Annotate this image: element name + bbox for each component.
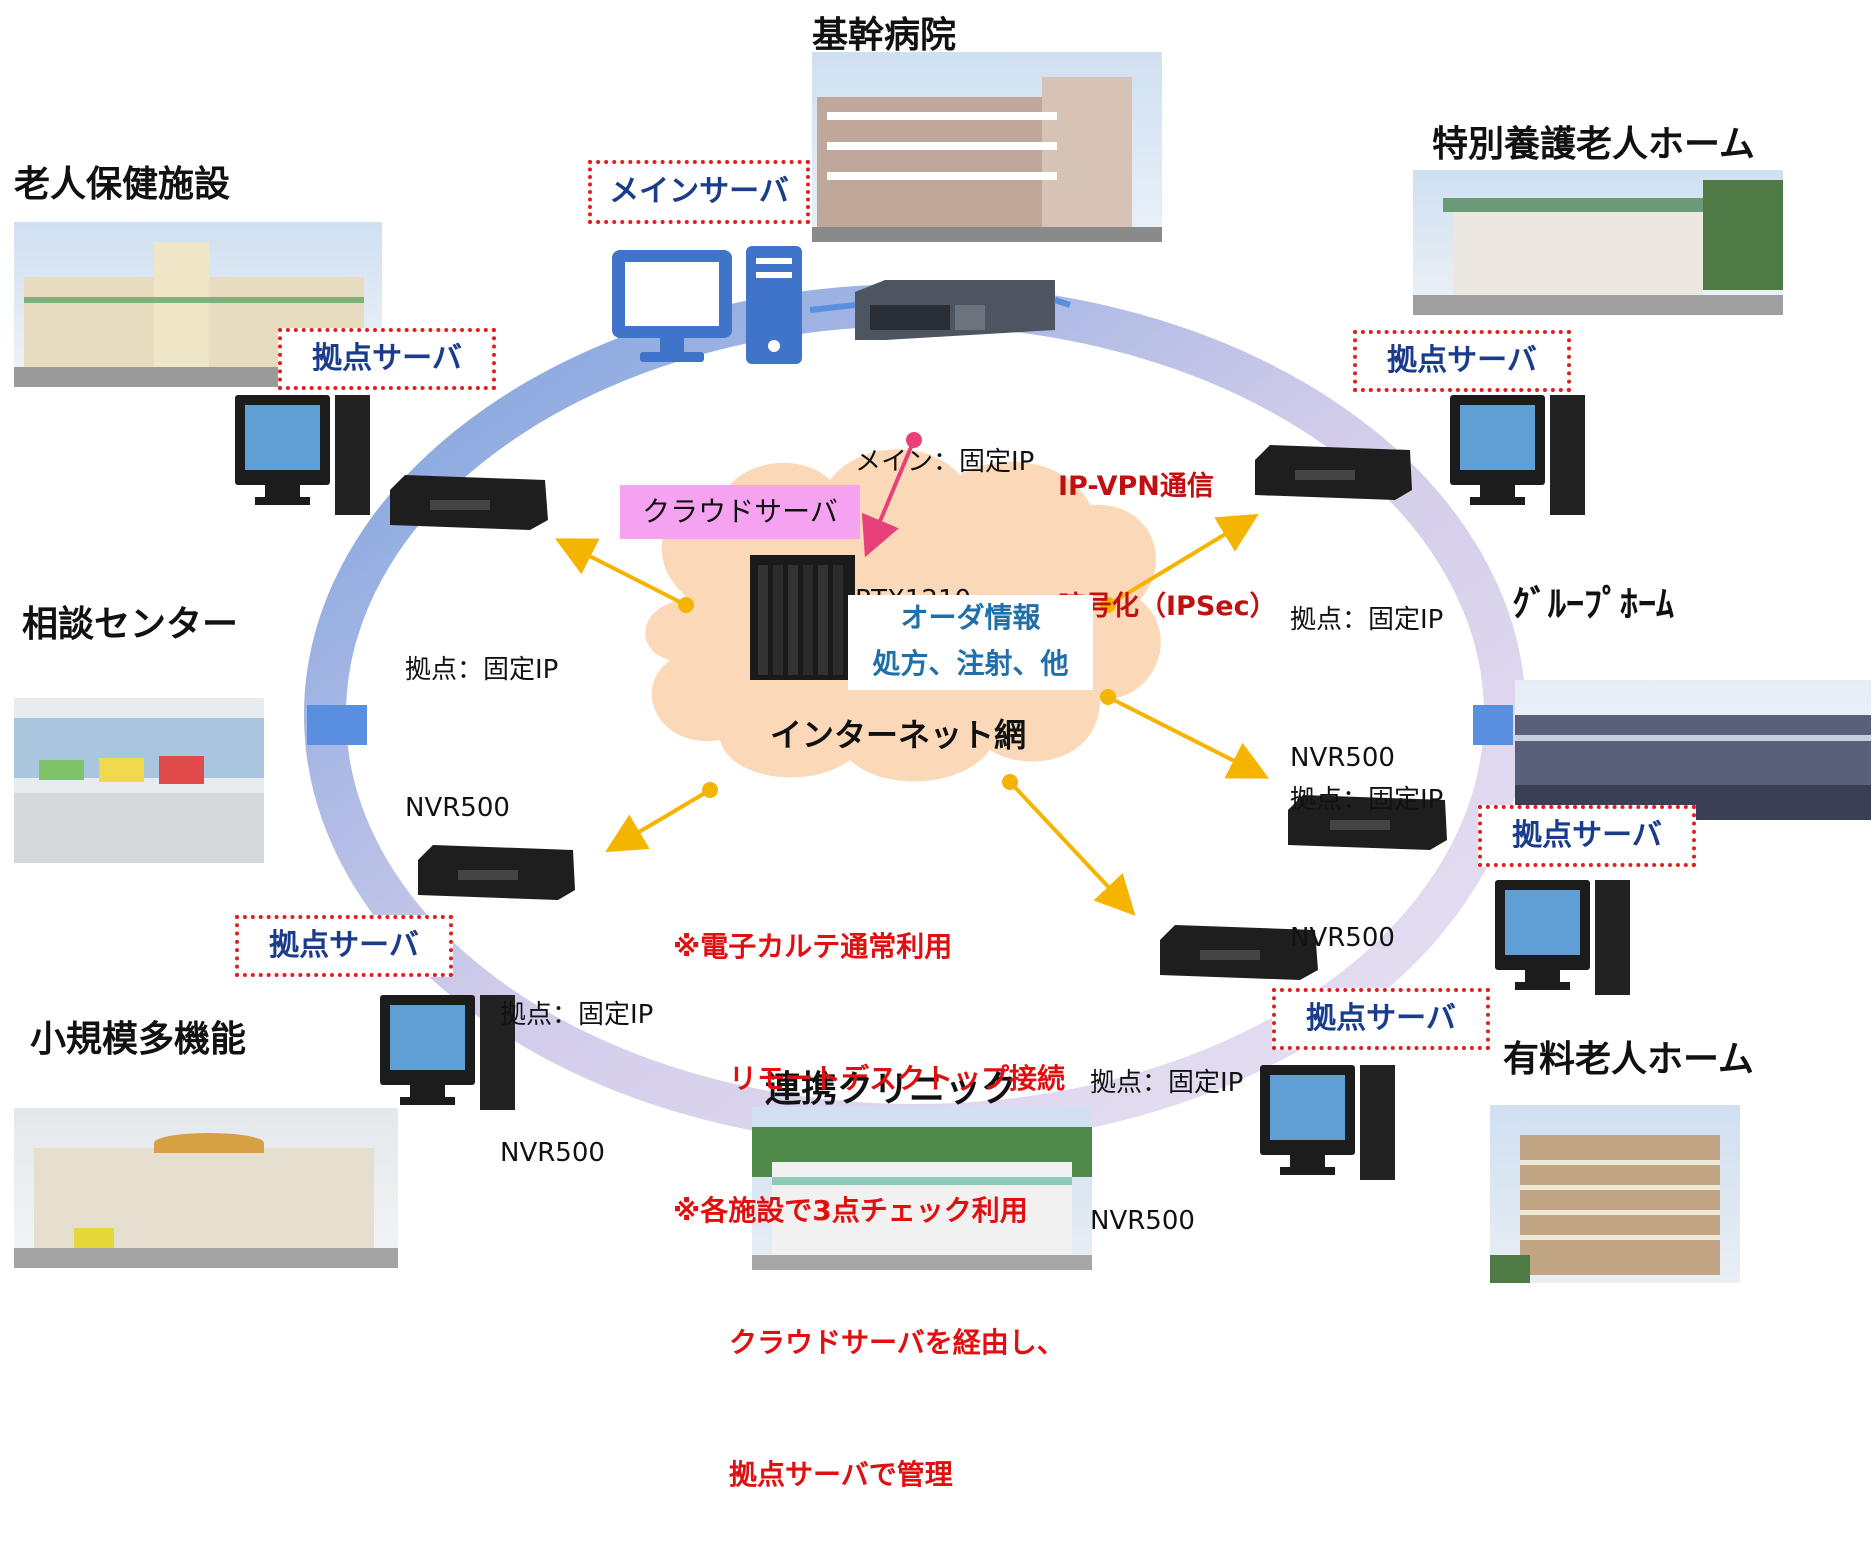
branch-pc-bottom-right bbox=[1260, 1065, 1395, 1180]
branch-pc-right-top bbox=[1450, 395, 1585, 515]
router-label-right-mid: 拠点：固定IP NVR500 bbox=[1290, 685, 1443, 1007]
router-label-left-top: 拠点：固定IP NVR500 bbox=[405, 555, 558, 877]
arrow-to-left-bottom bbox=[605, 782, 718, 853]
arrow-to-right-mid bbox=[1100, 689, 1270, 779]
arrow-to-bottom-right bbox=[1002, 774, 1136, 916]
branch-pc-left-top bbox=[235, 395, 370, 515]
datacenter-image bbox=[750, 555, 855, 680]
vpn-line1: IP-VPN通信 bbox=[1058, 471, 1214, 502]
internet-label: インターネット網 bbox=[770, 716, 1027, 754]
label-group-home: ｸﾞﾙｰﾌﾟﾎｰﾑ bbox=[1512, 584, 1674, 625]
router-label-right-top: 拠点：固定IP NVR500 bbox=[1290, 505, 1443, 827]
order-info-box: オーダ情報 処方、注射、他 bbox=[848, 595, 1093, 690]
label-small-multi: 小規模多機能 bbox=[30, 1019, 247, 1060]
main-server-box: メインサーバ bbox=[588, 160, 810, 224]
label-clinic: 連携クリニック bbox=[765, 1069, 1018, 1110]
photo-small-multi bbox=[14, 1108, 398, 1268]
main-server-icon bbox=[612, 246, 802, 364]
router-nvr500-left-bottom bbox=[418, 845, 575, 900]
router-ip: 拠点：固定IP bbox=[405, 655, 559, 685]
order-line1: オーダ情報 bbox=[900, 601, 1041, 634]
note-line1: ※電子カルテ通常利用 bbox=[673, 930, 953, 963]
ring-band-left bbox=[307, 705, 367, 745]
branch-server-box-left-bottom: 拠点サーバ bbox=[235, 915, 453, 977]
cloud-server-label: クラウドサーバ bbox=[620, 485, 860, 539]
photo-paid-nursing bbox=[1490, 1105, 1740, 1283]
arrow-main-to-cloud bbox=[861, 432, 922, 558]
router-model: NVR500 bbox=[1290, 743, 1395, 773]
branch-server-box-left-top: 拠点サーバ bbox=[278, 328, 496, 390]
router-model: NVR500 bbox=[1290, 923, 1395, 953]
main-router-ip: メイン：固定IP bbox=[855, 447, 1035, 477]
router-nvr500-right-top bbox=[1255, 445, 1412, 500]
note-line4: クラウドサーバを経由し、 bbox=[673, 1326, 1065, 1359]
branch-pc-right-mid bbox=[1495, 880, 1630, 995]
branch-server-box-right-mid: 拠点サーバ bbox=[1478, 805, 1696, 867]
router-nvr500-left-top bbox=[390, 475, 548, 530]
arrow-to-left-top bbox=[554, 538, 694, 613]
router-ip: 拠点：固定IP bbox=[1290, 605, 1444, 635]
ring-band-right bbox=[1473, 705, 1513, 745]
usage-notes: ※電子カルテ通常利用 リモートデスクトップ接続 ※各施設で3点チェック利用 クラ… bbox=[673, 837, 1065, 1541]
photo-clinic bbox=[752, 1107, 1092, 1270]
branch-server-box-right-top: 拠点サーバ bbox=[1353, 330, 1571, 392]
router-ip: 拠点：固定IP bbox=[1290, 785, 1444, 815]
branch-server-box-bottom-right: 拠点サーバ bbox=[1272, 988, 1490, 1050]
photo-hospital bbox=[812, 52, 1162, 242]
photo-consultation bbox=[14, 698, 264, 863]
note-line2: リモートデスクトップ接続 bbox=[673, 1062, 1066, 1095]
order-line2: 処方、注射、他 bbox=[872, 647, 1069, 680]
arrow-to-right-top bbox=[1100, 513, 1259, 613]
main-router-rtx1210 bbox=[809, 280, 1071, 340]
photo-group-home bbox=[1515, 680, 1871, 820]
label-elderly-health: 老人保健施設 bbox=[14, 164, 231, 205]
router-model: NVR500 bbox=[1090, 1206, 1195, 1236]
router-model: NVR500 bbox=[405, 793, 510, 823]
router-label-bottom-right: 拠点：固定IP NVR500 bbox=[1090, 968, 1243, 1290]
photo-special-nursing bbox=[1413, 170, 1783, 315]
vpn-line2: 暗号化（IPSec） bbox=[1058, 591, 1277, 622]
router-nvr500-bottom-right bbox=[1160, 925, 1318, 980]
vpn-label: IP-VPN通信 暗号化（IPSec） bbox=[1058, 387, 1277, 667]
note-line5: 拠点サーバで管理 bbox=[673, 1458, 953, 1491]
branch-pc-left-bottom bbox=[380, 995, 515, 1110]
router-ip: 拠点：固定IP bbox=[1090, 1068, 1244, 1098]
label-hospital: 基幹病院 bbox=[812, 15, 957, 56]
note-line3: ※各施設で3点チェック利用 bbox=[673, 1194, 1028, 1227]
router-nvr500-right-mid bbox=[1288, 795, 1447, 850]
router-label-left-bottom: 拠点：固定IP NVR500 bbox=[500, 900, 653, 1222]
label-special-nursing: 特別養護老人ホーム bbox=[1432, 124, 1755, 165]
router-ip: 拠点：固定IP bbox=[500, 1000, 654, 1030]
router-model: NVR500 bbox=[500, 1138, 605, 1168]
label-consultation: 相談センター bbox=[22, 604, 239, 645]
label-paid-nursing: 有料老人ホーム bbox=[1503, 1039, 1754, 1080]
